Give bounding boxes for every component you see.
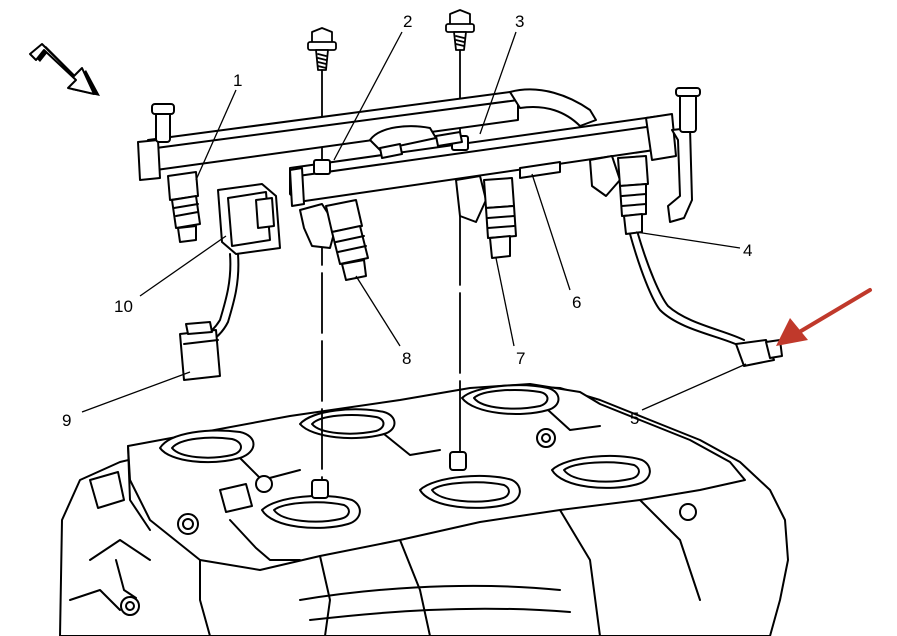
bolt-left — [307, 27, 337, 481]
leader-5 — [641, 363, 747, 411]
callout-5: 5 — [630, 409, 639, 428]
injector-front-right — [617, 155, 649, 235]
leader-7 — [495, 257, 515, 347]
callout-1: 1 — [233, 71, 242, 90]
pressure-sensor-and-harness — [179, 183, 783, 381]
rail-bolts — [307, 9, 475, 481]
callout-3: 3 — [515, 12, 524, 31]
leader-3 — [479, 31, 517, 135]
intake-manifold — [59, 383, 789, 636]
callout-6: 6 — [572, 293, 581, 312]
fuel-rail-assembly — [137, 87, 701, 249]
leader-10 — [139, 235, 227, 297]
injector-rear-left — [167, 171, 201, 243]
callout-9: 9 — [62, 411, 71, 430]
callout-2: 2 — [403, 12, 412, 31]
callout-4: 4 — [743, 241, 752, 260]
injector-front-left — [325, 199, 369, 281]
leader-8 — [355, 275, 401, 347]
callout-8: 8 — [402, 349, 411, 368]
fuel-injectors — [167, 155, 649, 281]
leader-4 — [635, 231, 741, 249]
injector-front-middle — [483, 177, 517, 259]
callout-10: 10 — [114, 297, 133, 316]
callout-labels: 1 2 3 4 5 6 7 8 9 10 — [62, 12, 752, 430]
leader-6 — [531, 173, 571, 291]
leader-1 — [195, 89, 237, 181]
bolt-right — [445, 9, 475, 453]
callout-7: 7 — [516, 349, 525, 368]
view-direction-arrow-icon — [29, 43, 100, 96]
leader-9 — [81, 371, 191, 413]
highlight-arrow-icon — [776, 288, 872, 346]
leader-2 — [333, 31, 403, 161]
leader-lines — [81, 31, 747, 413]
